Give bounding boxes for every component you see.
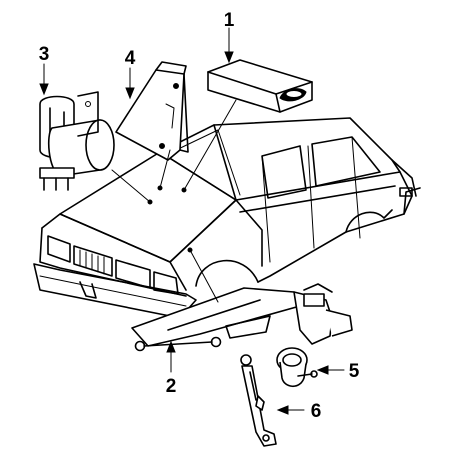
linkage-arm [240, 354, 277, 447]
mounting-bracket [115, 61, 189, 161]
rear-door-window [311, 136, 381, 187]
right-headlight [115, 259, 151, 289]
actuator [276, 347, 318, 388]
vacuum-solenoid [39, 91, 115, 191]
callout-6: 6 [311, 401, 322, 422]
lower-sensor-bracket [131, 283, 353, 352]
callout-1: 1 [224, 10, 235, 31]
leader-lines [39, 27, 345, 415]
callout-4: 4 [125, 48, 136, 69]
front-bumper [33, 263, 197, 319]
front-door-window [261, 145, 307, 199]
left-headlight [47, 235, 71, 263]
grille [73, 245, 113, 277]
car-body [33, 117, 421, 319]
control-module [207, 59, 313, 113]
callout-5: 5 [349, 361, 360, 382]
callout-3: 3 [39, 44, 50, 65]
callout-2: 2 [166, 376, 177, 397]
front-wheel-arch [195, 259, 259, 287]
